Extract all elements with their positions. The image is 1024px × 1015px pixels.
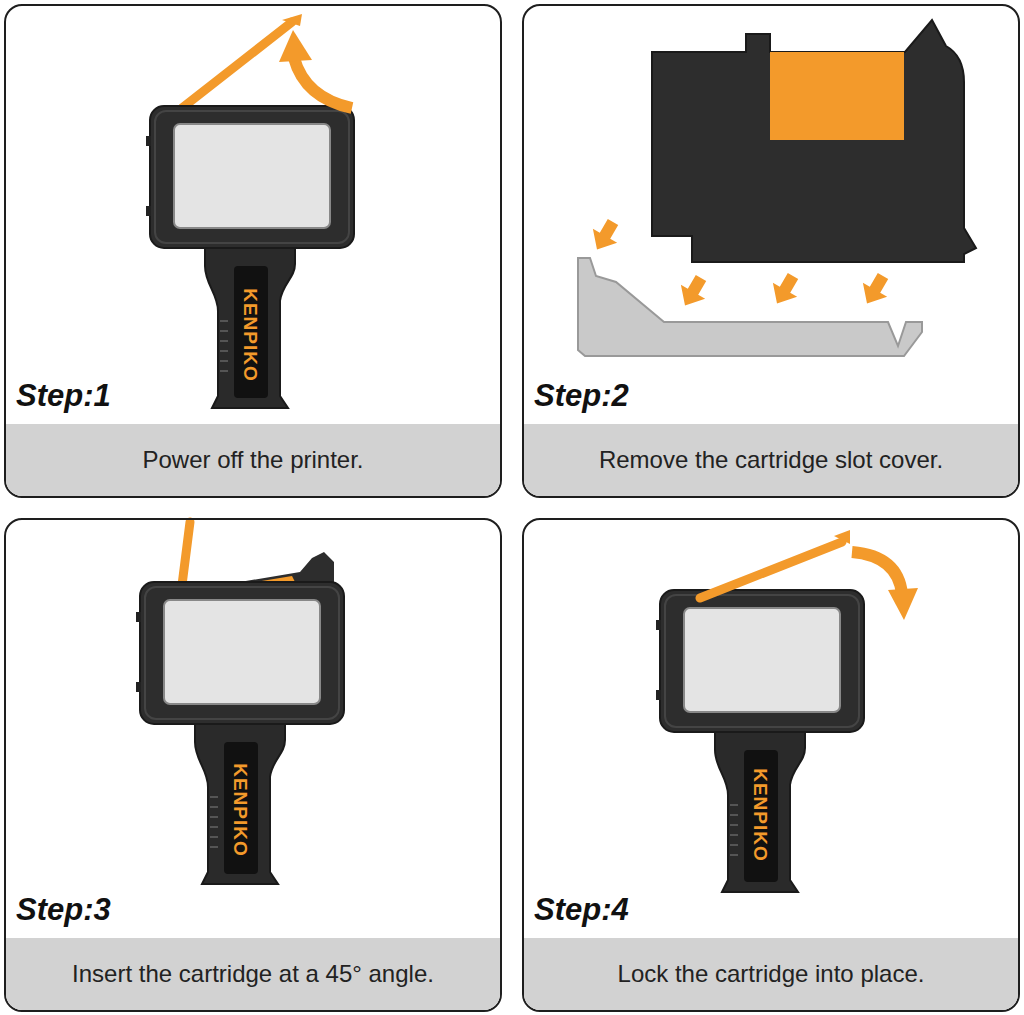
caption-text: Insert the cartridge at a 45° angle. (72, 960, 434, 988)
brand-label: KENPIKO (229, 763, 251, 857)
caption-band: Insert the cartridge at a 45° angle. (6, 938, 500, 1010)
step-panel: Step:2Remove the cartridge slot cover. (522, 4, 1020, 498)
brand-label: KENPIKO (239, 288, 261, 382)
brand-label: KENPIKO (749, 768, 771, 862)
step-panel: Step:3Insert the cartridge at a 45° angl… (4, 518, 502, 1012)
caption-band: Power off the printer. (6, 424, 500, 496)
step-label: Step:4 (534, 892, 629, 928)
printer-step1 (146, 14, 354, 408)
caption-band: Lock the cartridge into place. (524, 938, 1018, 1010)
printer-step4 (656, 530, 918, 892)
caption-text: Remove the cartridge slot cover. (599, 446, 943, 474)
caption-text: Lock the cartridge into place. (618, 960, 925, 988)
caption-band: Remove the cartridge slot cover. (524, 424, 1018, 496)
cartridge-step2 (578, 20, 976, 356)
step-label: Step:2 (534, 378, 629, 414)
step-panel: Step:1Power off the printer. (4, 4, 502, 498)
step-label: Step:3 (16, 892, 111, 928)
step-panel: Step:4Lock the cartridge into place. (522, 518, 1020, 1012)
caption-text: Power off the printer. (142, 446, 363, 474)
printer-step3 (136, 522, 344, 884)
step-label: Step:1 (16, 378, 111, 414)
